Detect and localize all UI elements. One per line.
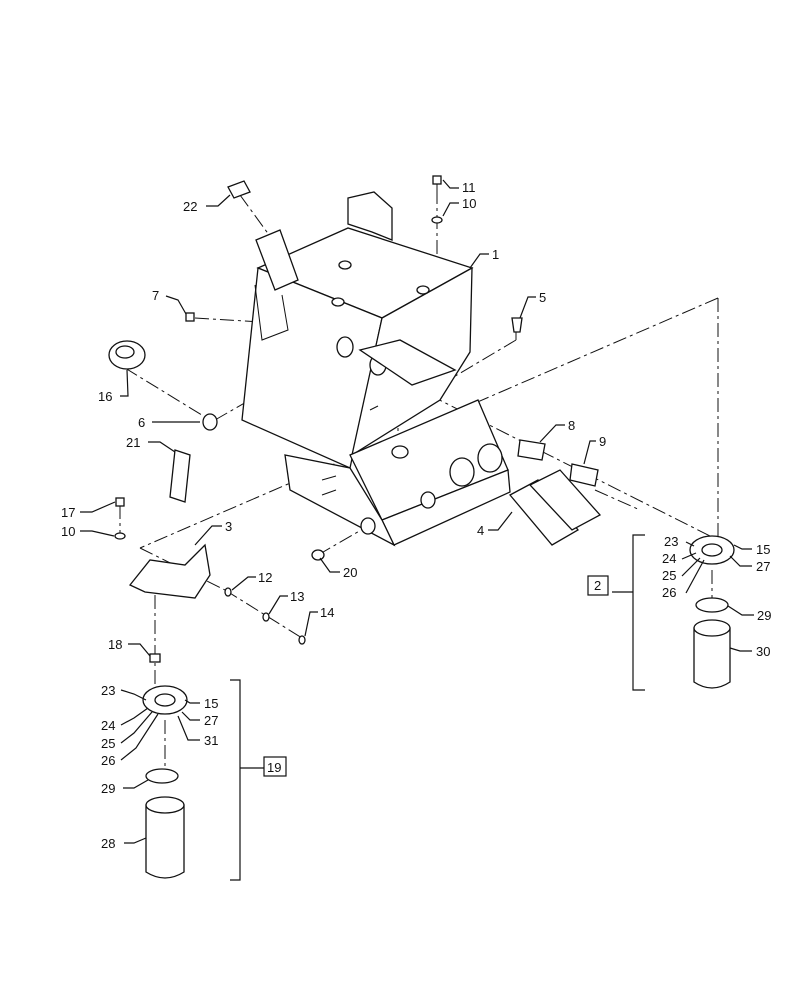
filter-element-part-28 (145, 796, 185, 879)
callout: 4 (477, 523, 484, 538)
fitting-part-6 (202, 413, 218, 431)
callout: 25 (101, 736, 115, 751)
callout: 18 (108, 637, 122, 652)
group-bracket-19 (230, 679, 287, 881)
fitting-part-9 (569, 463, 599, 487)
callout: 2 (594, 578, 601, 593)
callout: 27 (756, 559, 770, 574)
callout: 5 (539, 290, 546, 305)
callout: 23 (101, 683, 115, 698)
callout: 26 (101, 753, 115, 768)
callout: 27 (204, 713, 218, 728)
breather-part-16 (108, 340, 146, 370)
callout: 13 (290, 589, 304, 604)
callout: 31 (204, 733, 218, 748)
callout: 17 (61, 505, 75, 520)
callout: 19 (267, 760, 281, 775)
plug-part-18 (149, 653, 161, 663)
washer-part-12 (224, 587, 232, 597)
hydraulic-tank (241, 191, 511, 547)
callout: 6 (138, 415, 145, 430)
callout: 29 (757, 608, 771, 623)
sight-gauge-part-21 (169, 449, 191, 503)
sensor-part-5 (511, 317, 523, 333)
leader-lines (80, 179, 754, 844)
callout: 29 (101, 781, 115, 796)
callout-labels: 22 11 10 1 7 5 16 6 21 8 9 17 10 3 12 13… (61, 180, 771, 851)
callout: 1 (492, 247, 499, 262)
callout: 25 (662, 568, 676, 583)
seal-part-29-left (145, 768, 179, 784)
callout: 14 (320, 605, 334, 620)
callout: 24 (101, 718, 115, 733)
fitting-part-8 (517, 439, 546, 461)
callout: 3 (225, 519, 232, 534)
callout: 15 (204, 696, 218, 711)
callout: 9 (599, 434, 606, 449)
group-bracket-2 (587, 534, 645, 691)
callout: 7 (152, 288, 159, 303)
filter-element-part-30 (693, 619, 731, 689)
washer-part-13 (262, 612, 270, 622)
filter-head-left (142, 685, 188, 715)
callout: 8 (568, 418, 575, 433)
screw-part-7 (185, 312, 195, 322)
callout: 23 (664, 534, 678, 549)
callout: 11 (462, 180, 476, 195)
callout: 28 (101, 836, 115, 851)
callout: 15 (756, 542, 770, 557)
callout: 10 (462, 196, 476, 211)
callout: 24 (662, 551, 676, 566)
nut-part-14 (298, 635, 306, 645)
callout: 26 (662, 585, 676, 600)
bolt-part-11 (431, 175, 443, 224)
callout: 22 (183, 199, 197, 214)
filter-head-right (689, 535, 735, 565)
callout: 21 (126, 435, 140, 450)
callout: 12 (258, 570, 272, 585)
bolt-part-17 (114, 497, 126, 540)
callout: 30 (756, 644, 770, 659)
bracket-part-3 (128, 543, 211, 599)
callout: 10 (61, 524, 75, 539)
plug-part-20 (311, 549, 325, 561)
callout: 16 (98, 389, 112, 404)
cap-part-22 (227, 180, 251, 199)
callout: 20 (343, 565, 357, 580)
strainer-part-4 (508, 469, 602, 546)
seal-part-29-right (695, 597, 729, 613)
